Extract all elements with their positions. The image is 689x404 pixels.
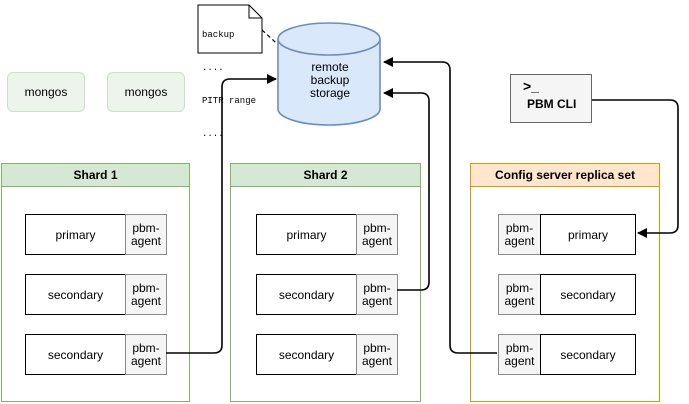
- shard1-primary-box: primary: [25, 214, 126, 255]
- remote-storage-label: remote backup storage: [287, 61, 373, 100]
- note-line: ....: [202, 63, 224, 73]
- config-secondary2-agent-box: pbm-agent: [498, 334, 541, 375]
- shard2-primary-box: primary: [256, 214, 357, 255]
- shard1-primary-agent-box: pbm-agent: [125, 214, 167, 255]
- cluster-config-title: Config server replica set: [471, 164, 659, 187]
- config-secondary1-agent-box: pbm-agent: [498, 274, 541, 315]
- storage-label-line: remote: [311, 60, 349, 74]
- cluster-shard-2-title: Shard 2: [231, 164, 420, 187]
- cluster-config-server: Config server replica set pbm-agent prim…: [470, 163, 660, 402]
- config-primary-agent-box: pbm-agent: [498, 214, 541, 255]
- backup-note-text: backup .... PITR range ....: [202, 8, 260, 162]
- shard2-secondary1-box: secondary: [256, 274, 357, 315]
- note-line: ....: [202, 129, 224, 139]
- config-primary-box: primary: [540, 214, 636, 255]
- shard1-secondary1-agent-box: pbm-agent: [125, 274, 167, 315]
- mongos-box-2: mongos: [107, 72, 185, 112]
- cluster-shard-1-title: Shard 1: [2, 164, 189, 187]
- config-secondary2-box: secondary: [540, 334, 636, 375]
- note-dashed-link: [261, 29, 297, 62]
- shard2-secondary1-agent-box: pbm-agent: [356, 274, 398, 315]
- pbm-cli-box: >_ PBM CLI: [510, 74, 592, 123]
- note-line: backup: [202, 30, 235, 40]
- cluster-shard-2: Shard 2 primary pbm-agent secondary pbm-…: [230, 163, 421, 402]
- terminal-prompt-icon: >_: [523, 78, 539, 94]
- pbm-cli-label: PBM CLI: [527, 97, 577, 111]
- shard2-secondary2-agent-box: pbm-agent: [356, 334, 398, 375]
- storage-label-line: backup: [310, 73, 350, 87]
- shard2-primary-agent-box: pbm-agent: [356, 214, 398, 255]
- shard2-secondary2-box: secondary: [256, 334, 357, 375]
- shard1-secondary2-agent-box: pbm-agent: [125, 334, 167, 375]
- storage-label-line: storage: [309, 86, 351, 100]
- shard1-secondary1-box: secondary: [25, 274, 126, 315]
- note-line: PITR range: [202, 96, 257, 106]
- config-secondary1-box: secondary: [540, 274, 636, 315]
- mongos-box-1: mongos: [7, 72, 85, 112]
- cluster-shard-1: Shard 1 primary pbm-agent secondary pbm-…: [1, 163, 190, 402]
- shard1-secondary2-box: secondary: [25, 334, 126, 375]
